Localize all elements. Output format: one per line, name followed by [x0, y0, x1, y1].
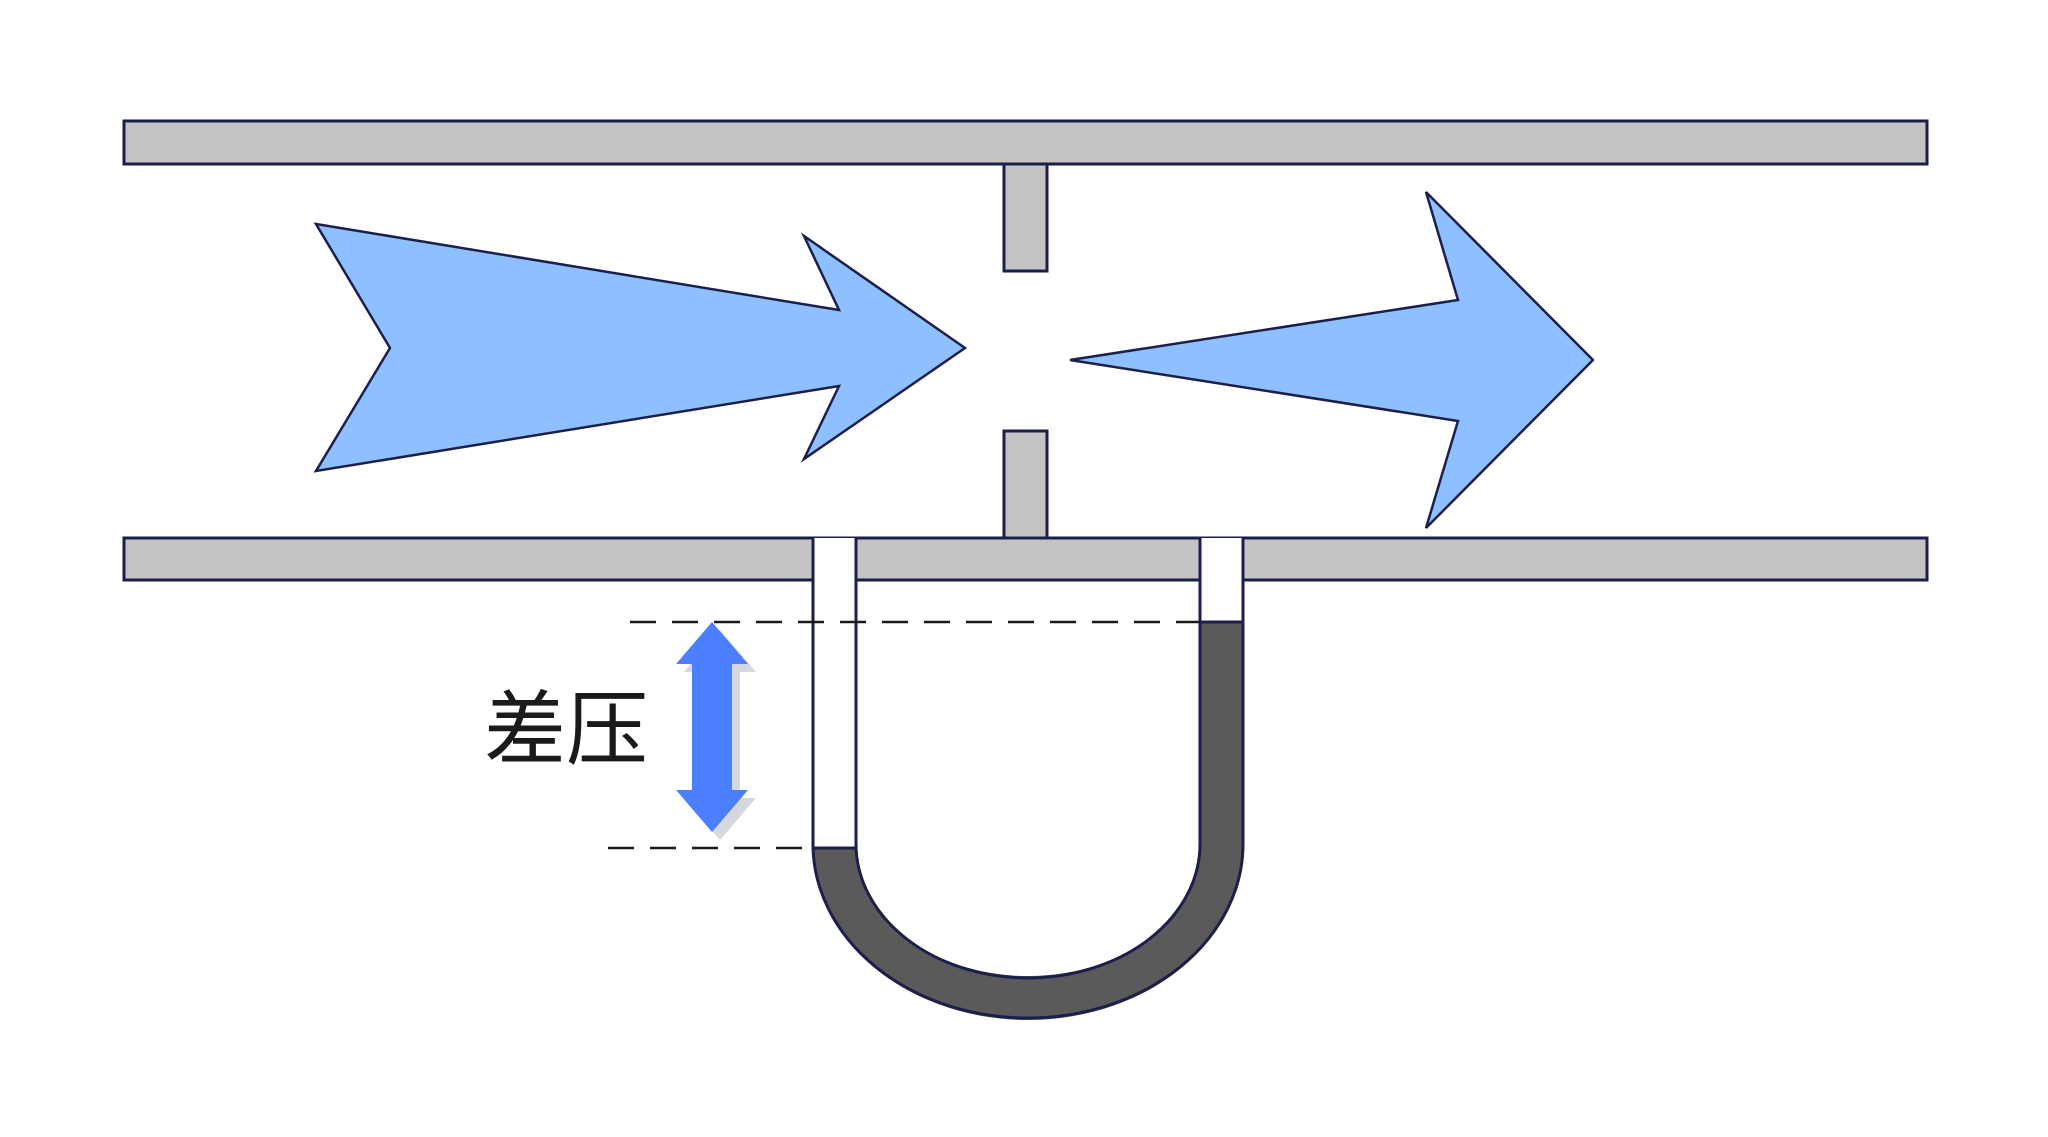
u-tube-manometer	[811, 538, 1245, 1021]
orifice-plate-lower	[1002, 429, 1049, 540]
pipe-upper-wall	[122, 119, 1929, 166]
differential-pressure-arrow-icon	[676, 622, 756, 840]
manometer-fluid	[813, 622, 1244, 1021]
differential-pressure-label: 差压	[484, 683, 648, 778]
manometer-tube-outer-wall	[811, 538, 1245, 1020]
pipe-lower-wall	[122, 536, 1929, 582]
flow-in-arrow-icon	[313, 222, 968, 473]
dp-arrow-body	[676, 622, 748, 832]
manometer-tube-inner-wall	[854, 538, 1202, 980]
orifice-plate-upper	[1002, 162, 1049, 273]
flow-out-arrow-icon	[1069, 191, 1595, 529]
